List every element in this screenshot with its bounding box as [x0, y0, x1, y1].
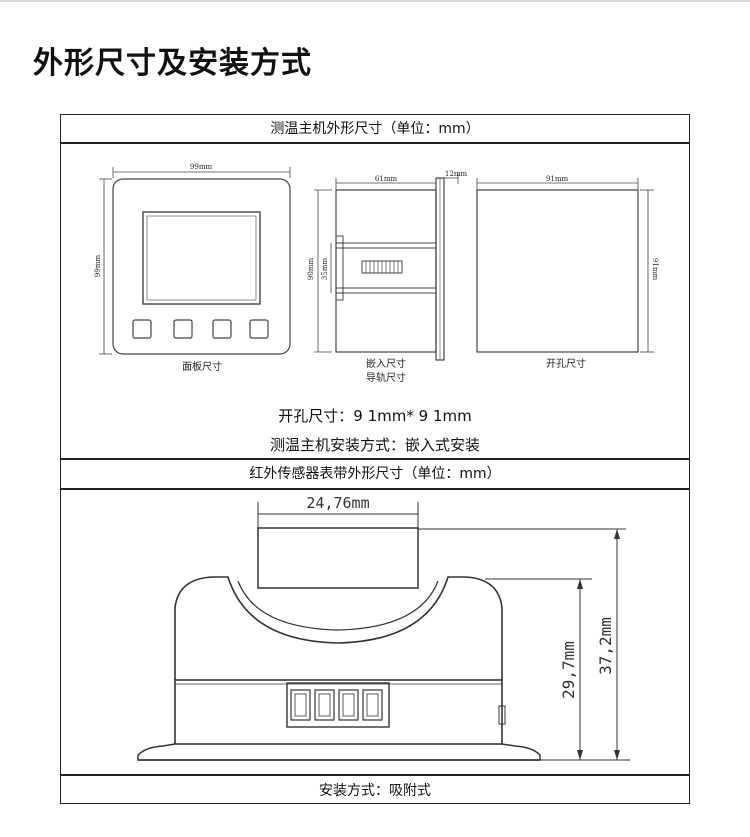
sensor-inner-height-label: 29,7mm	[559, 641, 578, 699]
cutout-height-label: 91mm	[651, 258, 659, 281]
row-divider	[60, 458, 690, 460]
embed-height-label: 90mm	[307, 258, 315, 281]
panel-width-label: 99mm	[190, 163, 213, 171]
sensor-drawing	[137, 502, 630, 761]
sensor-dimension-header: 红外传感器表带外形尺寸（单位：mm）	[249, 466, 501, 482]
embed-caption: 嵌入尺寸	[366, 357, 406, 370]
host-install-text: 测温主机安装方式：嵌入式安装	[269, 436, 480, 454]
rail-height-label: 35mm	[321, 258, 329, 281]
cutout-caption: 开孔尺寸	[546, 357, 586, 370]
panel-caption: 面板尺寸	[182, 360, 222, 373]
rail-caption: 导轨尺寸	[366, 371, 406, 384]
sensor-outer-height-label: 37,2mm	[596, 617, 615, 675]
sensor-install-text: 安装方式：吸附式	[319, 783, 431, 799]
panel-front-drawing	[99, 167, 291, 355]
top-divider	[0, 0, 750, 2]
panel-height-label: 99mm	[94, 255, 102, 278]
cutout-size-text: 开孔尺寸：9 1mm* 9 1mm	[278, 407, 472, 425]
embed-depth-label: 61mm	[375, 175, 398, 183]
cutout-drawing	[476, 178, 654, 353]
embed-side-drawing	[314, 174, 459, 361]
embed-flange-label: 12mm	[445, 170, 468, 178]
cutout-width-label: 91mm	[546, 175, 569, 183]
sensor-width-label: 24,76mm	[306, 494, 369, 512]
host-dimension-header: 测温主机外形尺寸（单位：mm）	[270, 121, 480, 137]
row-divider	[60, 774, 690, 776]
row-divider	[60, 488, 690, 490]
row-divider	[60, 142, 690, 144]
page-title: 外形尺寸及安装方式	[33, 46, 312, 81]
